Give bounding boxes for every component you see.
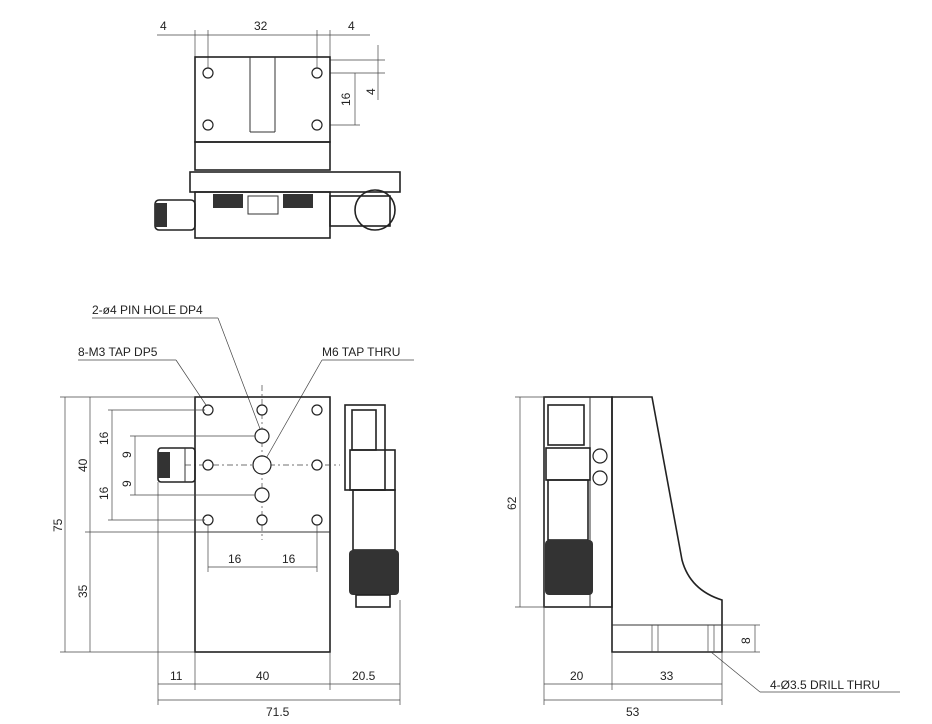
dim-left-margin: 4: [160, 19, 167, 33]
dim-20: 20: [570, 669, 584, 683]
dim-horiz-16b: 16: [282, 552, 296, 566]
dim-33: 33: [660, 669, 674, 683]
dim-vertical-pitch: 16: [339, 92, 353, 106]
side-view: 62 8 20 33 53 4-Ø3.5 DRILL THRU: [505, 396, 900, 719]
dim-base-8: 8: [739, 637, 753, 644]
dim-left-11: 11: [170, 669, 183, 683]
callout-drill: 4-Ø3.5 DRILL THRU: [770, 678, 880, 692]
dim-height-62: 62: [505, 496, 519, 510]
dim-horiz-16a: 16: [228, 552, 242, 566]
dim-right-margin: 4: [348, 19, 355, 33]
dim-pitch-16a: 16: [97, 431, 111, 445]
dim-right-205: 20.5: [352, 669, 376, 683]
dim-table-height: 40: [76, 458, 90, 472]
dim-53: 53: [626, 705, 640, 719]
dim-hole-pitch: 32: [254, 19, 268, 33]
callout-m3-tap: 8-M3 TAP DP5: [78, 345, 158, 359]
dim-pitch-9a: 9: [120, 451, 134, 458]
callout-pin-hole: 2-ø4 PIN HOLE DP4: [92, 303, 203, 317]
dim-base-height: 35: [76, 584, 90, 598]
dim-pitch-16b: 16: [97, 486, 111, 500]
dim-width-40: 40: [256, 669, 270, 683]
dim-overall-715: 71.5: [266, 705, 290, 719]
dim-vertical-offset: 4: [364, 88, 378, 95]
dim-total-height: 75: [51, 518, 65, 532]
top-view: 4 32 4 16 4: [154, 19, 401, 239]
dim-pitch-9b: 9: [120, 480, 134, 487]
callout-m6-tap: M6 TAP THRU: [322, 345, 400, 359]
front-view: 2-ø4 PIN HOLE DP4 8-M3 TAP DP5 M6 TAP TH…: [51, 303, 414, 719]
